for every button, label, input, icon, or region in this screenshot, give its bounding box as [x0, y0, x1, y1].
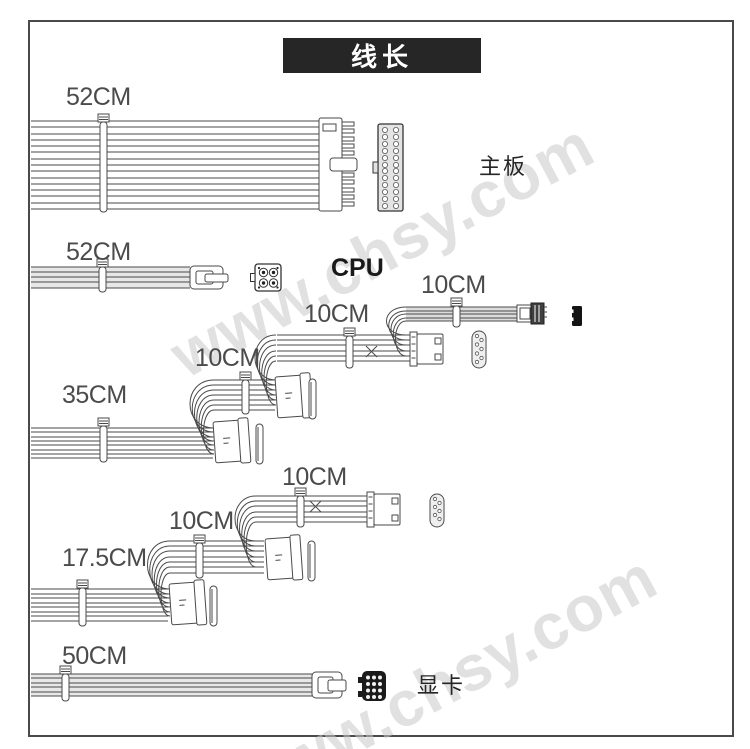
- sata-connector-side: [308, 378, 317, 420]
- sata-molex-chain-drawing: [31, 297, 582, 465]
- sata-long-segment3-label: 10CM: [421, 271, 486, 299]
- cut-mark: [309, 500, 322, 513]
- cpu-cable-length-label: 52CM: [66, 238, 131, 266]
- cable-tie: [343, 327, 356, 369]
- mini-connector: [570, 306, 582, 326]
- terminal-comb: [471, 330, 487, 369]
- cable-tie: [294, 487, 307, 528]
- molex-connector: [516, 302, 547, 325]
- sata-connector: [264, 534, 304, 581]
- floppy-connector: [409, 331, 444, 367]
- sata-connector-side: [307, 540, 316, 582]
- sata-short-length-label: 17.5CM: [62, 544, 147, 572]
- floppy-connector: [366, 491, 401, 528]
- terminal-comb: [429, 493, 445, 528]
- sata-connector: [168, 579, 208, 626]
- sata-connector-side: [255, 423, 264, 465]
- pcie-connector: [311, 671, 347, 699]
- sata-short-segment1-label: 10CM: [169, 507, 234, 535]
- gpu-cable-length-label: 50CM: [62, 642, 127, 670]
- sata-connector-side: [209, 585, 218, 627]
- cable-tie: [97, 417, 110, 463]
- gpu-cable-drawing: [31, 665, 386, 702]
- sata-short-segment2-label: 10CM: [282, 463, 347, 491]
- cable-tie: [96, 258, 109, 293]
- section-header-title: 线长: [350, 42, 413, 72]
- atx-24pin-socket: [372, 123, 404, 212]
- cable-tie: [193, 534, 206, 579]
- sata-long-segment2-label: 10CM: [304, 300, 369, 328]
- gpu-target-label: 显卡: [417, 673, 466, 698]
- sata-long-segment1-label: 10CM: [195, 344, 260, 372]
- motherboard-cable-length-label: 52CM: [66, 83, 131, 111]
- cut-mark: [365, 345, 378, 358]
- cable-tie: [450, 297, 463, 328]
- cpu-target-label: CPU: [331, 254, 384, 282]
- cable-tie: [97, 113, 110, 213]
- cpu-4pin-socket: [250, 263, 282, 292]
- sata-connector: [212, 417, 252, 464]
- pcie-socket: [358, 671, 386, 701]
- atx-24pin-connector: [318, 117, 358, 212]
- cpu-8pin-connector: [189, 265, 229, 290]
- cable-tie: [239, 371, 252, 415]
- cable-tie: [59, 665, 72, 702]
- section-header: 线长: [283, 38, 481, 73]
- sata-long-length-label: 35CM: [62, 381, 127, 409]
- motherboard-cable-drawing: [31, 113, 404, 213]
- sata-short-chain-drawing: [31, 487, 445, 627]
- cpu-cable-drawing: [31, 258, 282, 293]
- sata-connector: [274, 372, 314, 419]
- cable-tie: [76, 579, 89, 627]
- motherboard-target-label: 主板: [479, 154, 528, 179]
